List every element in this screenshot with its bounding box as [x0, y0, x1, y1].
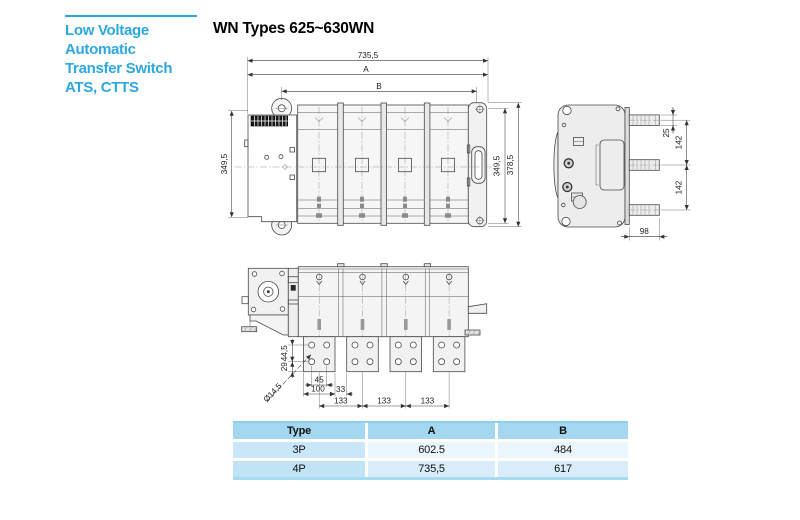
side-view-drawing: 25 142 142 98 [553, 104, 691, 241]
dim-pole-pitch-3-label: 133 [421, 397, 435, 406]
dim-span-a-label: A [363, 65, 369, 74]
bottom-view-drawing: 44,5 29 45 100 33 133 133 133 Ø14,5 [241, 263, 488, 409]
table-cell-3p-type: 3P [233, 442, 365, 458]
dim-hole-edge-offset-label: 29 [280, 362, 289, 372]
table-cell-4p-b: 617 [498, 461, 628, 477]
dim-span-b-label: B [376, 82, 382, 91]
dim-hole-diameter-label: Ø14,5 [262, 381, 284, 404]
dim-right-height-label: 349,5 [493, 155, 502, 176]
dim-terminal-pitch-lower-label: 142 [675, 180, 684, 194]
table-header-b: B [498, 423, 628, 439]
dim-pad-gap-label: 33 [336, 385, 346, 394]
dim-total-width-label: 735,5 [358, 51, 379, 60]
table-cell-4p-type: 4P [233, 461, 365, 477]
front-view-dimensions: 735,5 A B 349,5 349,5 378,5 [220, 51, 522, 227]
dim-pole-pitch-1-label: 133 [334, 397, 348, 406]
dim-left-height-label: 349,5 [220, 153, 229, 174]
terminal-block-teeth [251, 116, 288, 126]
dim-pole-pitch-2-label: 133 [377, 397, 391, 406]
dim-hole-row-pitch-label: 44,5 [280, 345, 289, 361]
section-dividers [337, 263, 431, 337]
terminal-pads [303, 336, 466, 373]
sidebar-line-2: Automatic [65, 41, 136, 58]
end-plate [466, 102, 488, 228]
side-view-body [553, 104, 661, 228]
table-header-type: Type [233, 423, 365, 439]
dim-terminal-pitch-upper-label: 142 [675, 135, 684, 149]
bottom-view-body [241, 263, 488, 373]
dim-pad-width-label: 100 [311, 385, 325, 394]
dim-terminal-length-label: 98 [640, 227, 650, 236]
table-header-a: A [368, 423, 495, 439]
dim-total-height-label: 378,5 [506, 154, 515, 175]
table-cell-3p-b: 484 [498, 442, 628, 458]
pole-details [312, 107, 455, 221]
dim-terminal-thickness-label: 25 [662, 128, 671, 138]
control-box [247, 114, 298, 223]
table-cell-4p-a: 735,5 [368, 461, 495, 477]
terminal-bars [628, 114, 661, 216]
front-view-drawing: 735,5 A B 349,5 349,5 378,5 [220, 51, 522, 236]
sidebar-accent-rule [65, 15, 197, 17]
sidebar-line-3: Transfer Switch [65, 60, 173, 77]
front-view-body [235, 97, 493, 236]
sidebar-line-4: ATS, CTTS [65, 79, 139, 96]
sidebar-line-1: Low Voltage [65, 22, 149, 39]
page-title: WN Types 625~630WN [213, 20, 375, 37]
side-view-dimensions: 25 142 142 98 [621, 107, 691, 241]
dimensions-table: Type A B 3P 602.5 484 4P 735,5 617 [233, 421, 628, 480]
table-cell-3p-a: 602.5 [368, 442, 495, 458]
product-category-title: Low Voltage Automatic Transfer Switch AT… [65, 21, 215, 97]
clamp-marks [316, 196, 451, 218]
pole-divider-bars [337, 102, 431, 226]
